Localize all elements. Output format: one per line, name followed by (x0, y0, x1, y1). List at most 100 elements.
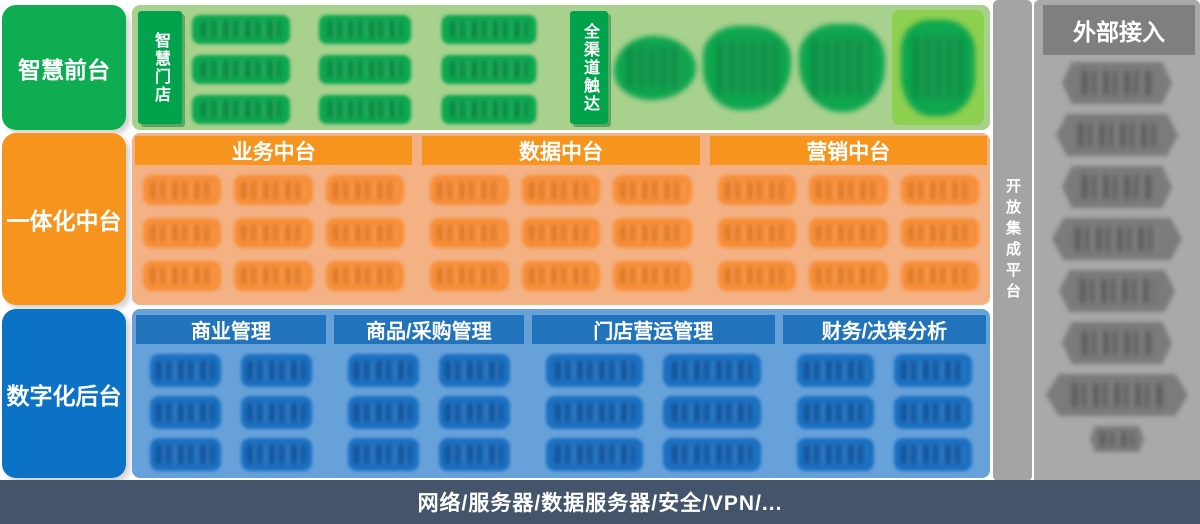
mid-col-business: 业务中台 (135, 136, 413, 302)
blurred-external-item (1062, 322, 1172, 364)
blurred-pill (900, 217, 979, 248)
commerce-pill-grid (136, 344, 326, 479)
blurred-external-item (1052, 218, 1182, 260)
blurred-pill (663, 354, 761, 387)
blurred-pill (438, 354, 510, 387)
blurred-pill (521, 217, 601, 248)
blurred-pill (441, 55, 537, 84)
hexagon-shape (1059, 270, 1175, 312)
blurred-pill (192, 55, 290, 84)
blurred-pill (325, 217, 405, 248)
blurred-pill (545, 354, 644, 387)
external-access-items (1034, 62, 1200, 462)
blurred-pill (430, 217, 509, 248)
commerce-mgmt-header: 商业管理 (136, 315, 326, 344)
open-integration-platform-label: 开放集成平台 (1004, 177, 1021, 304)
blurred-pill (521, 175, 601, 206)
blurred-pill (192, 15, 290, 44)
marketing-platform-header: 营销中台 (709, 136, 987, 165)
business-platform-header: 业务中台 (135, 136, 413, 165)
back-layer-label: 数字化后台 (2, 309, 126, 478)
front-layer-label: 智慧前台 (2, 5, 126, 130)
blurred-pill (663, 438, 761, 471)
blurred-pill (150, 354, 221, 387)
open-integration-platform-strip: 开放集成平台 (993, 0, 1032, 481)
external-access-panel: 外部接入 (1034, 0, 1200, 481)
hexagon-shape (1090, 426, 1144, 452)
blurred-pill (900, 260, 979, 291)
blurred-pill (796, 396, 875, 429)
blurred-pill (441, 15, 537, 44)
data-pill-grid (422, 165, 699, 302)
middle-layer-label: 一体化中台 (2, 133, 126, 305)
blurred-pill (613, 175, 692, 206)
hexagon-shape (1056, 114, 1178, 156)
back-section: 商业管理 商品/采购管理 门店营运管理 财务/决策分析 (132, 309, 990, 478)
external-access-title: 外部接入 (1043, 5, 1195, 55)
blurred-pill (143, 217, 222, 248)
blurred-pill (347, 354, 419, 387)
blurred-pill (318, 95, 412, 124)
hexagon-shape (1062, 322, 1172, 364)
blurred-blob (614, 35, 696, 100)
blurred-external-item (1059, 270, 1175, 312)
blurred-pill (545, 396, 644, 429)
marketing-pill-grid (710, 165, 987, 302)
blurred-pill (809, 217, 888, 248)
omni-channel-items (614, 5, 984, 130)
blurred-pill (809, 260, 888, 291)
blurred-pill (192, 95, 290, 124)
blurred-external-item (1062, 166, 1172, 208)
blurred-external-item (1046, 374, 1188, 416)
blurred-pill (234, 260, 313, 291)
blurred-blob (798, 23, 885, 112)
blurred-pill (150, 438, 221, 471)
highlighted-blob-box (891, 10, 984, 125)
blurred-pill (894, 438, 972, 471)
blurred-blob (900, 19, 975, 116)
blurred-pill (234, 175, 313, 206)
blurred-pill (809, 175, 888, 206)
blurred-pill (318, 15, 412, 44)
blurred-external-item (1062, 62, 1172, 104)
blurred-pill (521, 260, 601, 291)
blurred-pill (347, 438, 419, 471)
data-platform-header: 数据中台 (422, 136, 700, 165)
blurred-pill (796, 438, 875, 471)
omni-channel-label: 全渠道触达 (570, 11, 608, 124)
finance-pill-grid (783, 344, 986, 479)
back-col-commerce: 商业管理 (136, 315, 326, 474)
blurred-pill (234, 217, 313, 248)
blurred-pill (900, 175, 979, 206)
blurred-pill (796, 354, 875, 387)
blurred-pill (717, 260, 797, 291)
blurred-pill (545, 438, 644, 471)
blurred-pill (438, 396, 510, 429)
blurred-pill (143, 175, 222, 206)
blurred-pill (717, 175, 797, 206)
blurred-pill (318, 55, 412, 84)
mid-col-marketing: 营销中台 (709, 136, 987, 302)
blurred-pill (347, 396, 419, 429)
blurred-pill (325, 175, 405, 206)
merchandise-mgmt-header: 商品/采购管理 (333, 315, 524, 344)
merchandise-pill-grid (334, 344, 524, 479)
business-pill-grid (135, 165, 412, 302)
blurred-pill (430, 175, 509, 206)
store-ops-pill-grid (532, 344, 775, 479)
blurred-pill (663, 396, 761, 429)
blurred-external-item (1090, 426, 1144, 452)
blurred-pill (240, 438, 312, 471)
blurred-pill (150, 396, 221, 429)
back-col-finance: 财务/决策分析 (782, 315, 986, 474)
blurred-pill (240, 354, 312, 387)
hexagon-shape (1052, 218, 1182, 260)
blurred-pill (438, 438, 510, 471)
back-col-store-ops: 门店营运管理 (531, 315, 775, 474)
blurred-pill (441, 95, 537, 124)
hexagon-shape (1062, 62, 1172, 104)
store-ops-header: 门店营运管理 (531, 315, 775, 344)
blurred-pill (240, 396, 312, 429)
middle-section: 业务中台 数据中台 营销中台 (132, 133, 990, 305)
